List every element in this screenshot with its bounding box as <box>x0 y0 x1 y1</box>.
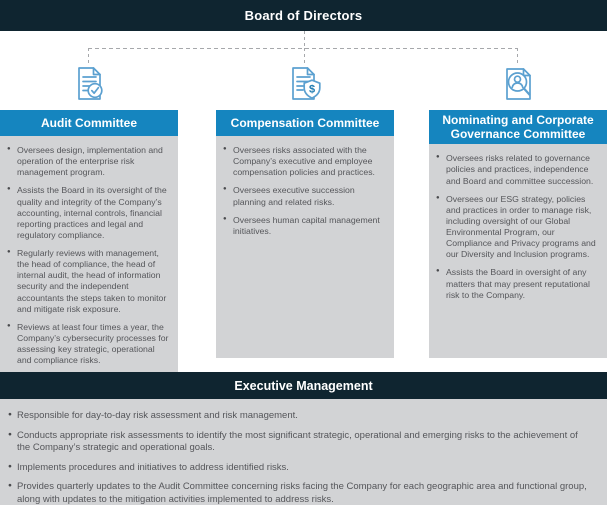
committee-body-nominating-governance: Oversees risks related to governance pol… <box>429 144 607 358</box>
connector-vertical-left <box>88 48 89 65</box>
committee-title-compensation: Compensation Committee <box>216 110 394 136</box>
compensation-dollar-shield-icon: $ <box>216 63 394 105</box>
connector-horizontal <box>88 48 518 49</box>
bullet-item: Oversees executive succession planning a… <box>223 185 387 207</box>
bullet-item: Provides quarterly updates to the Audit … <box>8 481 593 505</box>
bullet-item: Responsible for day-to-day risk assessme… <box>8 410 593 423</box>
board-of-directors-header: Board of Directors <box>0 0 607 31</box>
connector-stub <box>304 31 305 48</box>
executive-bullet-list: Responsible for day-to-day risk assessme… <box>8 410 593 505</box>
candidate-search-icon <box>429 63 607 105</box>
committee-bullet-list-compensation: Oversees risks associated with the Compa… <box>223 145 387 237</box>
committee-title-audit: Audit Committee <box>0 110 178 136</box>
executive-management-body: Responsible for day-to-day risk assessme… <box>0 399 607 505</box>
bullet-item: Oversees design, implementation and oper… <box>7 145 171 178</box>
bullet-item: Oversees risks related to governance pol… <box>436 153 600 186</box>
committee-bullet-list-audit: Oversees design, implementation and oper… <box>7 145 171 366</box>
bullet-item: Assists the Board in its oversight of th… <box>7 185 171 241</box>
bullet-item: Conducts appropriate risk assessments to… <box>8 430 593 455</box>
audit-report-check-icon <box>0 63 178 105</box>
committee-panel-nominating-governance: Nominating and Corporate Governance Comm… <box>429 110 607 358</box>
committee-panel-compensation: Compensation Committee Oversees risks as… <box>216 110 394 358</box>
connector-vertical-center <box>304 48 305 65</box>
committee-body-audit: Oversees design, implementation and oper… <box>0 136 178 378</box>
bullet-item: Assists the Board in oversight of any ma… <box>436 267 600 300</box>
bullet-item: Oversees human capital management initia… <box>223 215 387 237</box>
bullet-item: Oversees risks associated with the Compa… <box>223 145 387 178</box>
bullet-item: Oversees our ESG strategy, policies and … <box>436 194 600 261</box>
committee-panel-audit: Audit Committee Oversees design, impleme… <box>0 110 178 378</box>
connector-vertical-right <box>517 48 518 65</box>
svg-text:$: $ <box>309 84 315 96</box>
committee-body-compensation: Oversees risks associated with the Compa… <box>216 136 394 358</box>
bullet-item: Reviews at least four times a year, the … <box>7 322 171 367</box>
committee-bullet-list-nominating-governance: Oversees risks related to governance pol… <box>436 153 600 301</box>
bullet-item: Implements procedures and initiatives to… <box>8 462 593 475</box>
bullet-item: Regularly reviews with management, the h… <box>7 248 171 315</box>
executive-management-title: Executive Management <box>234 378 373 393</box>
executive-management-header: Executive Management <box>0 372 607 399</box>
committee-title-nominating-governance: Nominating and Corporate Governance Comm… <box>429 110 607 145</box>
board-of-directors-title: Board of Directors <box>244 8 363 23</box>
